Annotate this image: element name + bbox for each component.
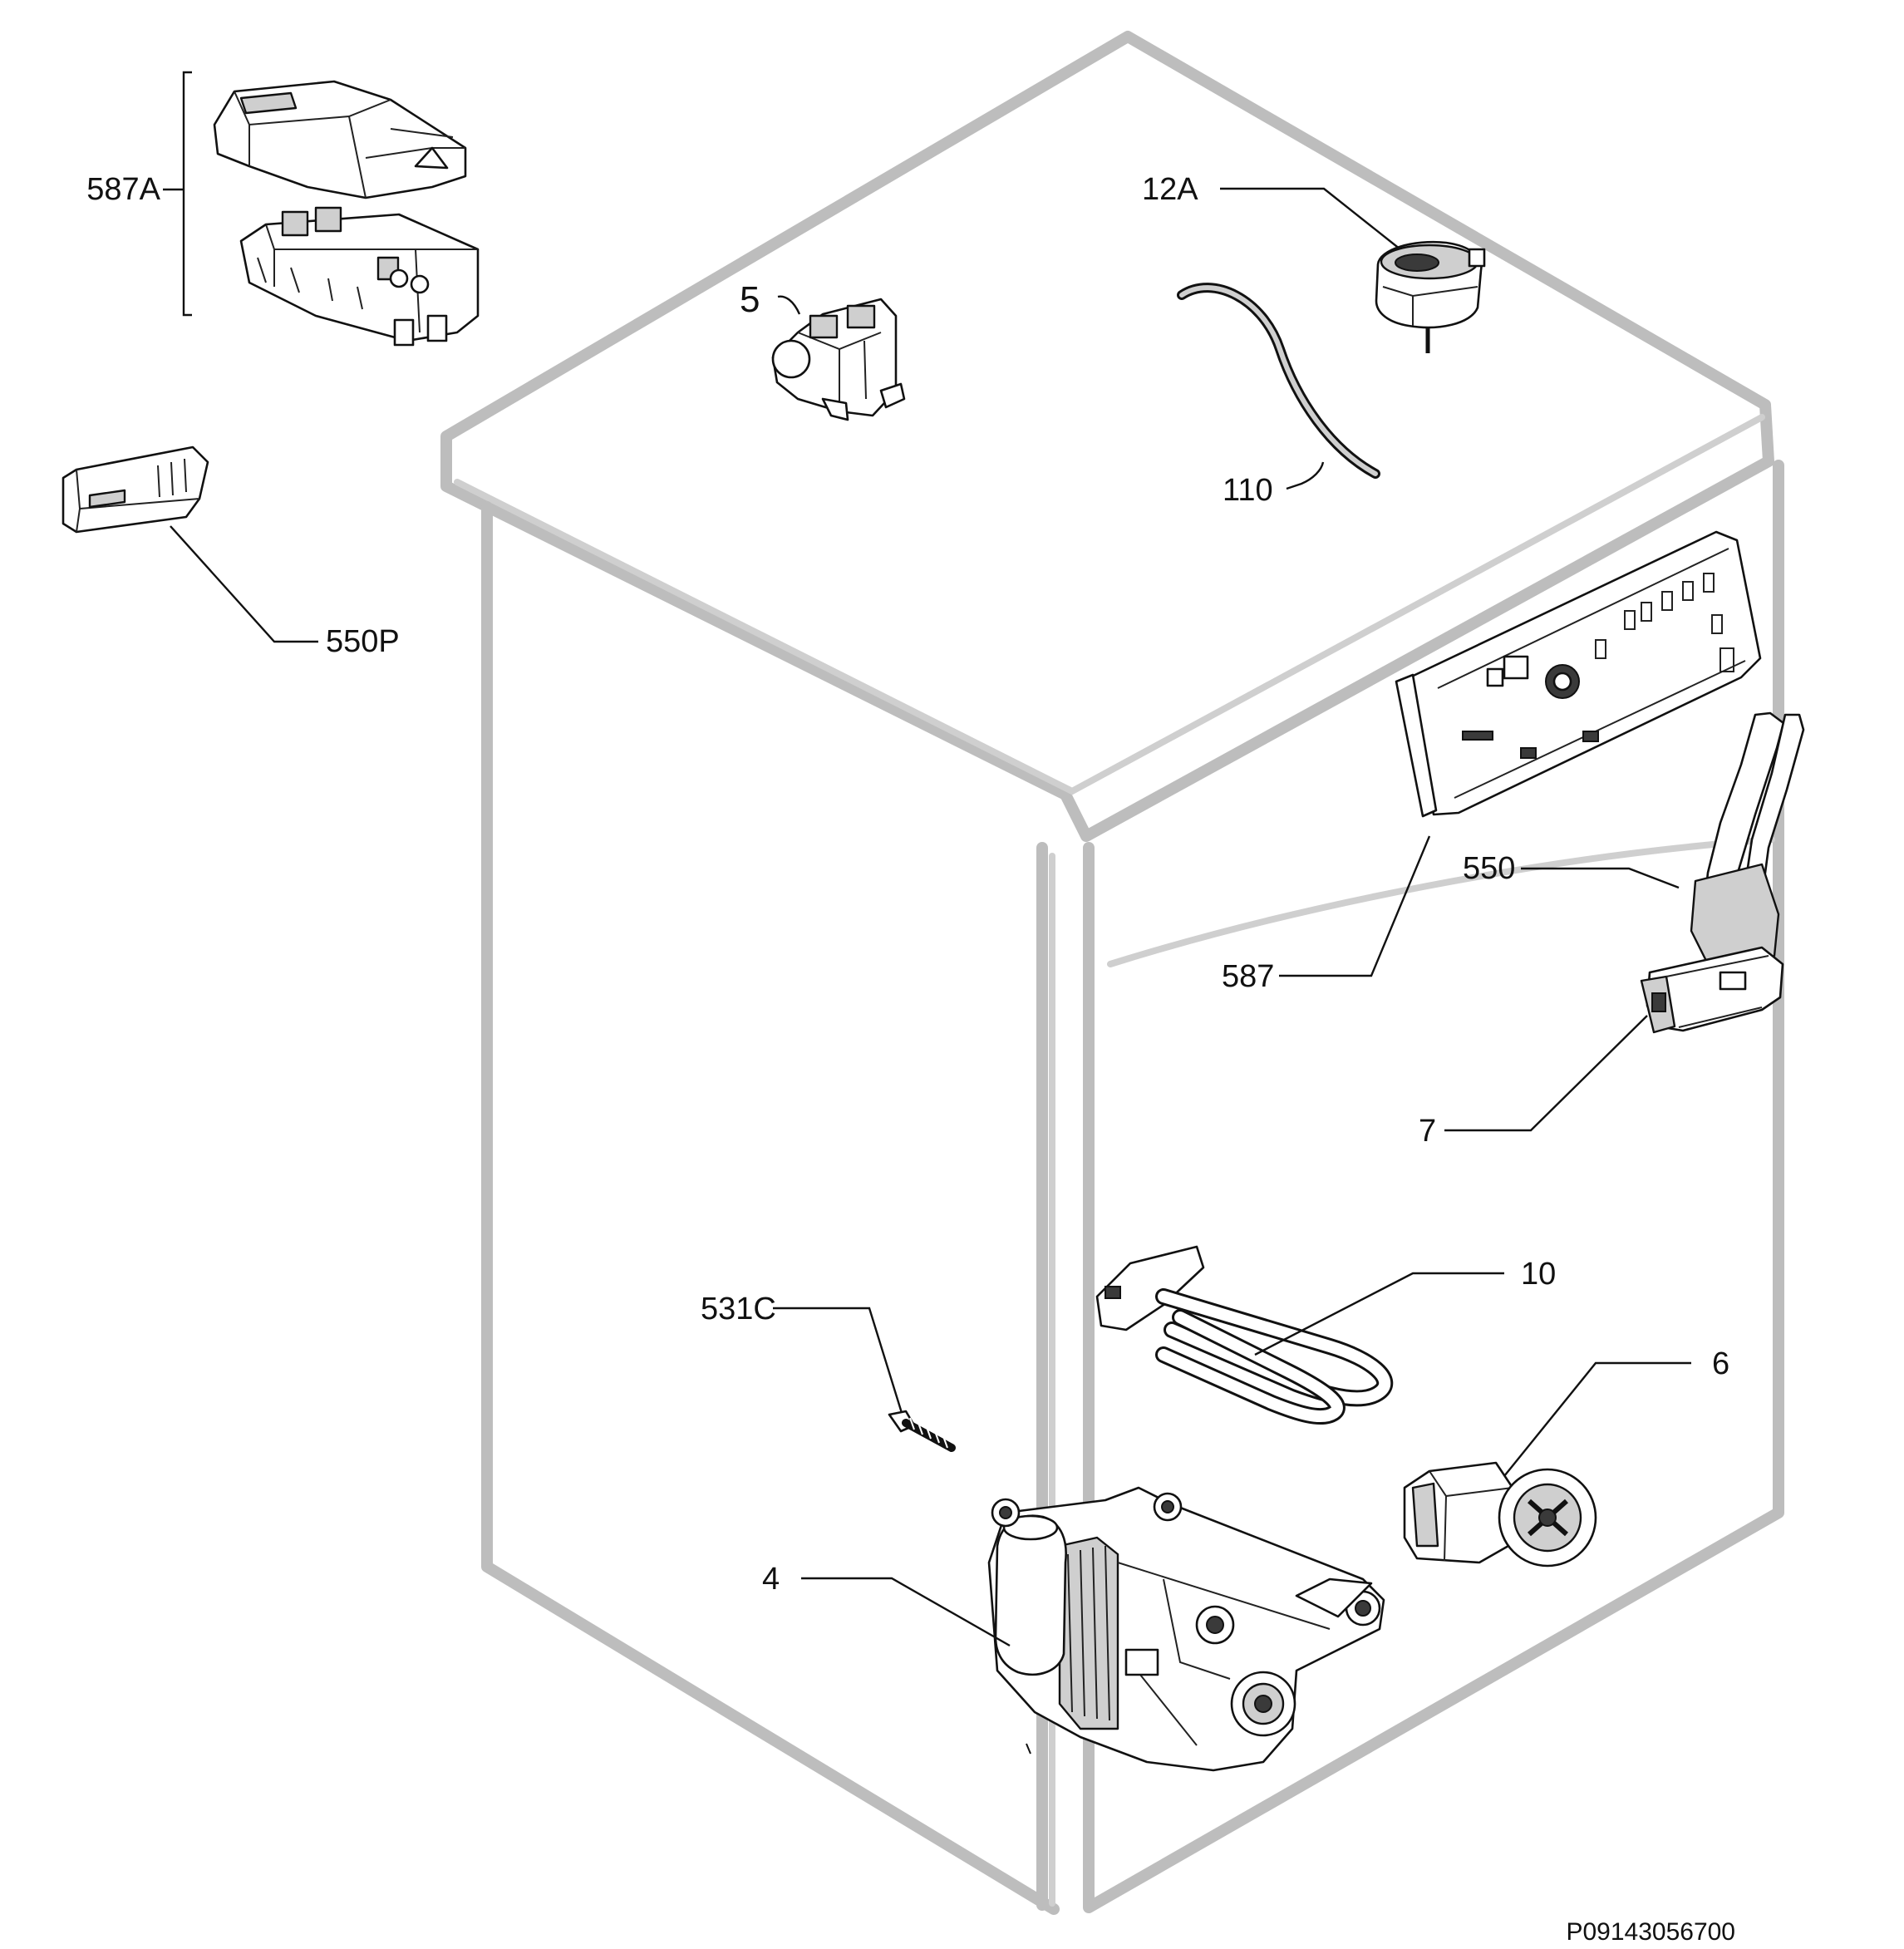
label-110: 110 [1223,473,1273,508]
label-5: 5 [740,279,760,320]
label-587A: 587A [86,172,160,207]
part-7-door-lock[interactable] [1444,946,1784,1132]
cabinet-left-side [481,501,1060,1915]
label-531C: 531C [701,1292,776,1326]
part-110-pressure-hose[interactable] [1177,283,1380,490]
part-587-control-board[interactable] [1279,530,1762,977]
part-10-heating-element[interactable] [1095,1245,1504,1425]
part-12A-pressure-switch[interactable] [1220,187,1486,353]
part-5-inlet-valve[interactable] [771,295,906,421]
washer-cabinet-outline [440,31,1784,1915]
part-531C-screw[interactable] [773,1307,956,1452]
part-550-door-lock-arm[interactable] [1521,711,1805,974]
cabinet-top-lid [440,31,1774,842]
label-12A: 12A [1142,172,1198,207]
label-6: 6 [1712,1346,1729,1381]
label-10: 10 [1521,1257,1556,1292]
part-4-motor[interactable] [801,1486,1385,1772]
callout-labels: 587A 550P 5 110 12A 587 550 7 10 531C 6 … [86,172,1729,1597]
label-550: 550 [1463,851,1515,886]
cabinet-lid-front-edge [454,414,1765,795]
part-587A-module-assembly[interactable] [163,71,480,347]
label-587: 587 [1222,959,1274,994]
cabinet-console-divider [1107,836,1775,967]
part-6-drain-pump[interactable] [1403,1361,1691,1568]
part-550P-bracket[interactable] [61,445,318,643]
label-4: 4 [762,1562,780,1597]
document-code: P09143056700 [1566,1918,1735,1945]
label-550P: 550P [326,624,400,659]
label-7: 7 [1419,1114,1436,1149]
